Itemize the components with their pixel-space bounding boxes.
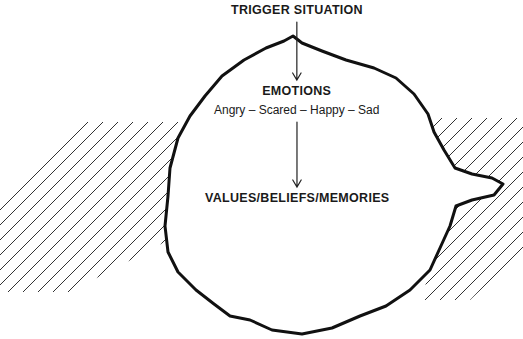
iceberg-outline xyxy=(165,36,503,334)
heading-text: EMOTIONS xyxy=(210,84,383,99)
body-text: Angry – Scared – Happy – Sad xyxy=(210,103,383,118)
hatch-line xyxy=(505,110,523,310)
hatch-line xyxy=(520,110,523,310)
heading-text: VALUES/BELIEFS/MEMORIES xyxy=(201,191,393,206)
hatch-line xyxy=(0,110,190,310)
hatch-line xyxy=(445,110,523,310)
flow-arrow xyxy=(293,122,301,187)
heading-text: TRIGGER SITUATION xyxy=(227,3,367,18)
hatch-line xyxy=(0,110,145,310)
hatch-line xyxy=(490,110,523,310)
hatch-line xyxy=(0,110,115,310)
hatch-line xyxy=(460,110,523,310)
flow-arrow xyxy=(293,22,301,80)
emotions-label: EMOTIONS Angry – Scared – Happy – Sad xyxy=(210,84,383,118)
hatch-line xyxy=(0,110,25,310)
trigger-label: TRIGGER SITUATION xyxy=(227,3,367,18)
hatch-line xyxy=(0,110,85,310)
hatch-line xyxy=(475,110,523,310)
hatch-line xyxy=(0,110,175,310)
hatch-line xyxy=(0,110,55,310)
values-label: VALUES/BELIEFS/MEMORIES xyxy=(201,191,393,206)
